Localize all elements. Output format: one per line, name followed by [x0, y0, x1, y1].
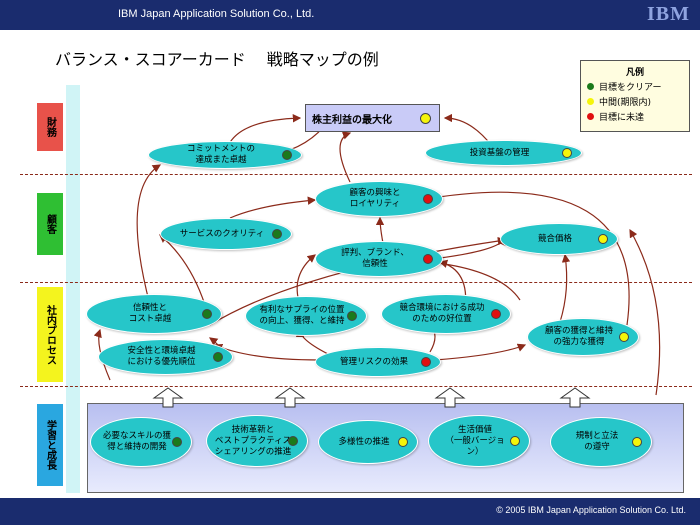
- status-dot-icon: [619, 332, 629, 342]
- legend-label: 中間(期限内): [599, 98, 652, 108]
- node-safety: 安全性と環境卓越 における優先順位: [98, 339, 233, 375]
- node-competitive: 競合環境における成功 のための好位置: [381, 294, 511, 334]
- node-commitment: コミットメントの 達成また卓越: [148, 141, 302, 169]
- legend-item-interim: 中間(期限内): [587, 95, 689, 108]
- status-dot-icon: [282, 150, 292, 160]
- lane-divider: [20, 386, 692, 387]
- header-bar: IBM Japan Application Solution Co., Ltd.…: [0, 0, 700, 30]
- status-dot-icon: [421, 357, 431, 367]
- red-dot-icon: [587, 113, 594, 120]
- goal-label: 株主利益の最大化: [312, 114, 392, 126]
- node-living: 生活価値 （一般バージョ ン）: [428, 415, 530, 467]
- lane-label-customer: 顧客: [37, 193, 63, 255]
- status-dot-icon: [598, 234, 608, 244]
- node-loyalty: 顧客の興味と ロイヤリティ: [315, 181, 443, 217]
- copyright: © 2005 IBM Japan Application Solution Co…: [496, 505, 686, 515]
- status-dot-icon: [288, 436, 298, 446]
- lane-label-finance: 財務: [37, 103, 63, 151]
- lane-divider: [20, 174, 692, 175]
- ibm-logo: IBM: [647, 3, 690, 25]
- status-dot-icon: [510, 436, 520, 446]
- status-dot-icon: [347, 311, 357, 321]
- perspective-strip: [66, 85, 80, 493]
- legend-item-missed: 目標に未達: [587, 110, 689, 123]
- status-dot-icon: [491, 309, 501, 319]
- legend-title: 凡例: [625, 68, 644, 78]
- node-skills: 必要なスキルの獲 得と維持の開発: [90, 417, 192, 467]
- node-supply: 有利なサプライの位置 の向上、獲得、と維持: [245, 296, 367, 336]
- status-dot-icon: [172, 437, 182, 447]
- status-dot-icon: [272, 229, 282, 239]
- status-dot-icon: [423, 194, 433, 204]
- node-compliance: 規制と立法 の遵守: [550, 417, 652, 467]
- legend-item-clear: 目標をクリアー: [587, 80, 689, 93]
- status-dot-icon: [420, 113, 431, 124]
- node-diversity: 多様性の推進: [318, 420, 418, 464]
- node-tech: 技術革新と ベストプラクティス シェアリングの推進: [206, 415, 308, 467]
- legend: 凡例 目標をクリアー 中間(期限内) 目標に未達: [580, 60, 690, 132]
- lane-divider: [20, 282, 692, 283]
- legend-label: 目標をクリアー: [599, 83, 662, 93]
- legend-label: 目標に未達: [599, 113, 645, 123]
- green-dot-icon: [587, 83, 594, 90]
- page-title: バランス・スコアーカード 戦略マップの例: [55, 50, 379, 69]
- node-retention: 顧客の獲得と維持 の強力な獲得: [527, 318, 639, 356]
- node-price: 競合価格: [500, 223, 618, 255]
- status-dot-icon: [562, 148, 572, 158]
- node-investment: 投資基盤の管理: [425, 140, 582, 166]
- lane-label-process: 社内プロセス: [37, 287, 63, 382]
- status-dot-icon: [423, 254, 433, 264]
- node-service: サービスのクオリティ: [160, 218, 292, 250]
- node-risk: 管理リスクの効果: [315, 347, 441, 377]
- node-reliability: 信頼性と コスト卓越: [86, 294, 222, 334]
- company-name: IBM Japan Application Solution Co., Ltd.: [118, 8, 315, 20]
- status-dot-icon: [398, 437, 408, 447]
- node-reputation: 評判、ブランド、 信頼性: [315, 241, 443, 277]
- goal-shareholder-value: 株主利益の最大化: [305, 104, 440, 132]
- yellow-dot-icon: [587, 98, 594, 105]
- status-dot-icon: [202, 309, 212, 319]
- lane-label-learning: 学習と成長: [37, 404, 63, 486]
- status-dot-icon: [213, 352, 223, 362]
- footer-bar: © 2005 IBM Japan Application Solution Co…: [0, 498, 700, 525]
- status-dot-icon: [632, 437, 642, 447]
